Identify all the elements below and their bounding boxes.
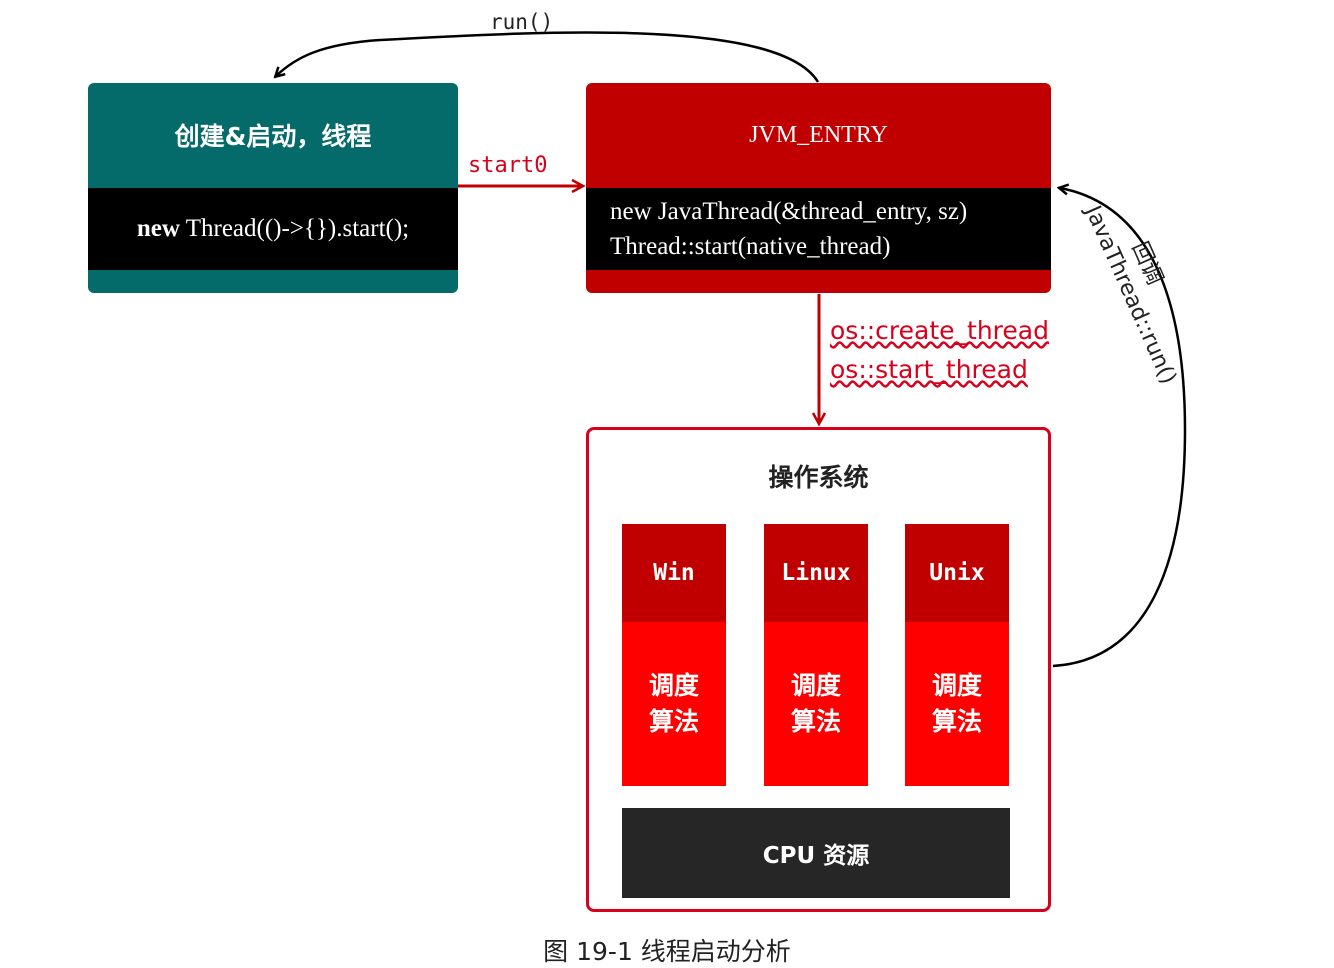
os-name: Linux [764, 524, 868, 622]
os-name: Win [622, 524, 726, 622]
scheduling-algorithm: 调度算法 [764, 622, 868, 786]
os-start-thread-label: os::start_thread [830, 355, 1028, 384]
create-thread-title: 创建&启动，线程 [174, 122, 372, 151]
os-column-unix: Unix 调度算法 [905, 524, 1009, 786]
create-thread-box: 创建&启动，线程 new Thread(()->{}).start(); [88, 83, 458, 293]
figure-caption: 图 19-1 线程启动分析 [543, 937, 791, 966]
cpu-resource-bar: CPU 资源 [622, 808, 1010, 898]
os-column-linux: Linux 调度算法 [764, 524, 868, 786]
os-name: Unix [905, 524, 1009, 622]
jvm-code-line-1: new JavaThread(&thread_entry, sz) [610, 198, 968, 225]
code-keyword: new [136, 215, 180, 242]
os-column-win: Win 调度算法 [622, 524, 726, 786]
os-title: 操作系统 [768, 463, 869, 492]
scheduling-algorithm: 调度算法 [622, 622, 726, 786]
scheduling-algorithm: 调度算法 [905, 622, 1009, 786]
jvm-code-line-2: Thread::start(native_thread) [610, 233, 891, 260]
callback-arrow [1052, 188, 1187, 668]
create-thread-code: new Thread(()->{}).start(); [88, 188, 458, 270]
os-create-thread-label: os::create_thread [830, 316, 1049, 345]
run-label: run() [490, 10, 554, 34]
code-rest: Thread(()->{}).start(); [179, 215, 410, 242]
operating-system-box: 操作系统 Win 调度算法 Linux 调度算法 Unix 调度算法 CPU 资… [586, 427, 1051, 912]
jvm-entry-code: new JavaThread(&thread_entry, sz) Thread… [586, 188, 1051, 270]
jvm-entry-title: JVM_ENTRY [749, 121, 888, 148]
start0-label: start0 [468, 153, 548, 178]
run-arrow [276, 31, 820, 83]
jvm-entry-box: JVM_ENTRY new JavaThread(&thread_entry, … [586, 83, 1051, 293]
